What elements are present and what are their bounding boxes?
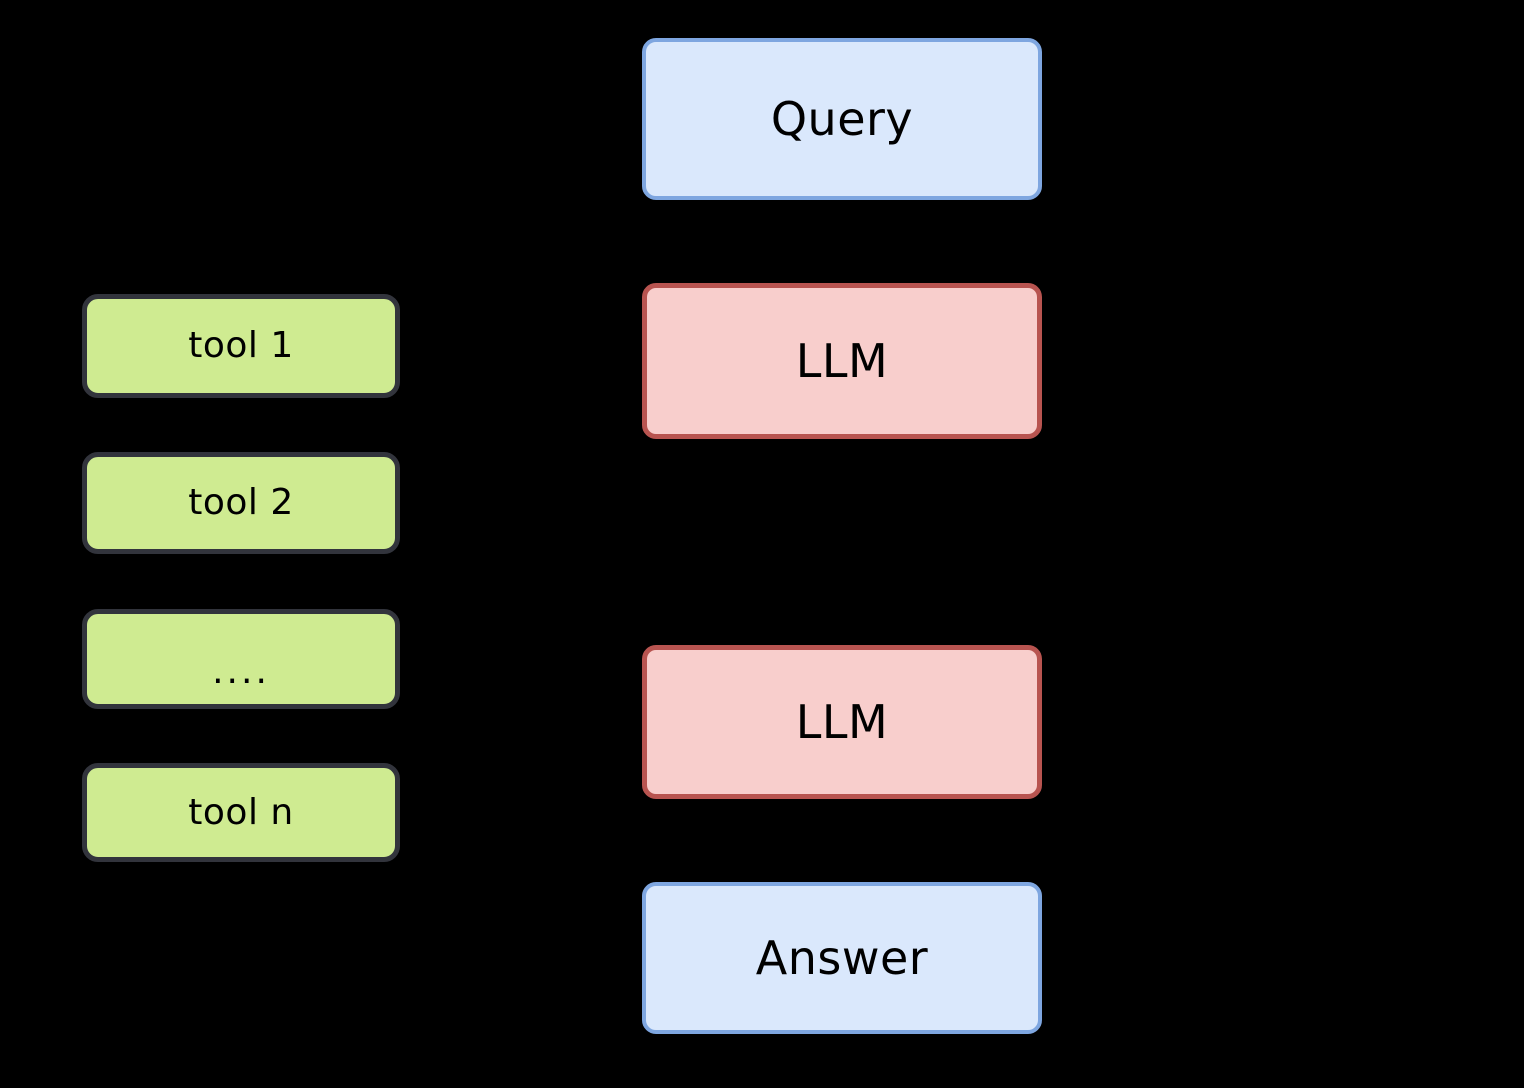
node-llm-first-label: LLM	[795, 333, 889, 388]
node-llm-second[interactable]: LLM	[642, 645, 1042, 799]
node-answer-label: Answer	[755, 930, 929, 985]
node-llm-second-label: LLM	[795, 694, 889, 749]
node-tool-2[interactable]: tool 2	[82, 452, 400, 554]
node-tool-1[interactable]: tool 1	[82, 294, 400, 398]
node-tool-ellipsis[interactable]: ....	[82, 609, 400, 709]
node-answer[interactable]: Answer	[642, 882, 1042, 1034]
node-tool-n[interactable]: tool n	[82, 763, 400, 862]
node-llm-first[interactable]: LLM	[642, 283, 1042, 439]
node-tool-2-label: tool 2	[188, 482, 294, 524]
node-query-label: Query	[770, 91, 914, 146]
node-tool-ellipsis-label: ....	[212, 651, 270, 693]
node-query[interactable]: Query	[642, 38, 1042, 200]
node-tool-1-label: tool 1	[188, 325, 294, 367]
node-tool-n-label: tool n	[188, 791, 294, 833]
